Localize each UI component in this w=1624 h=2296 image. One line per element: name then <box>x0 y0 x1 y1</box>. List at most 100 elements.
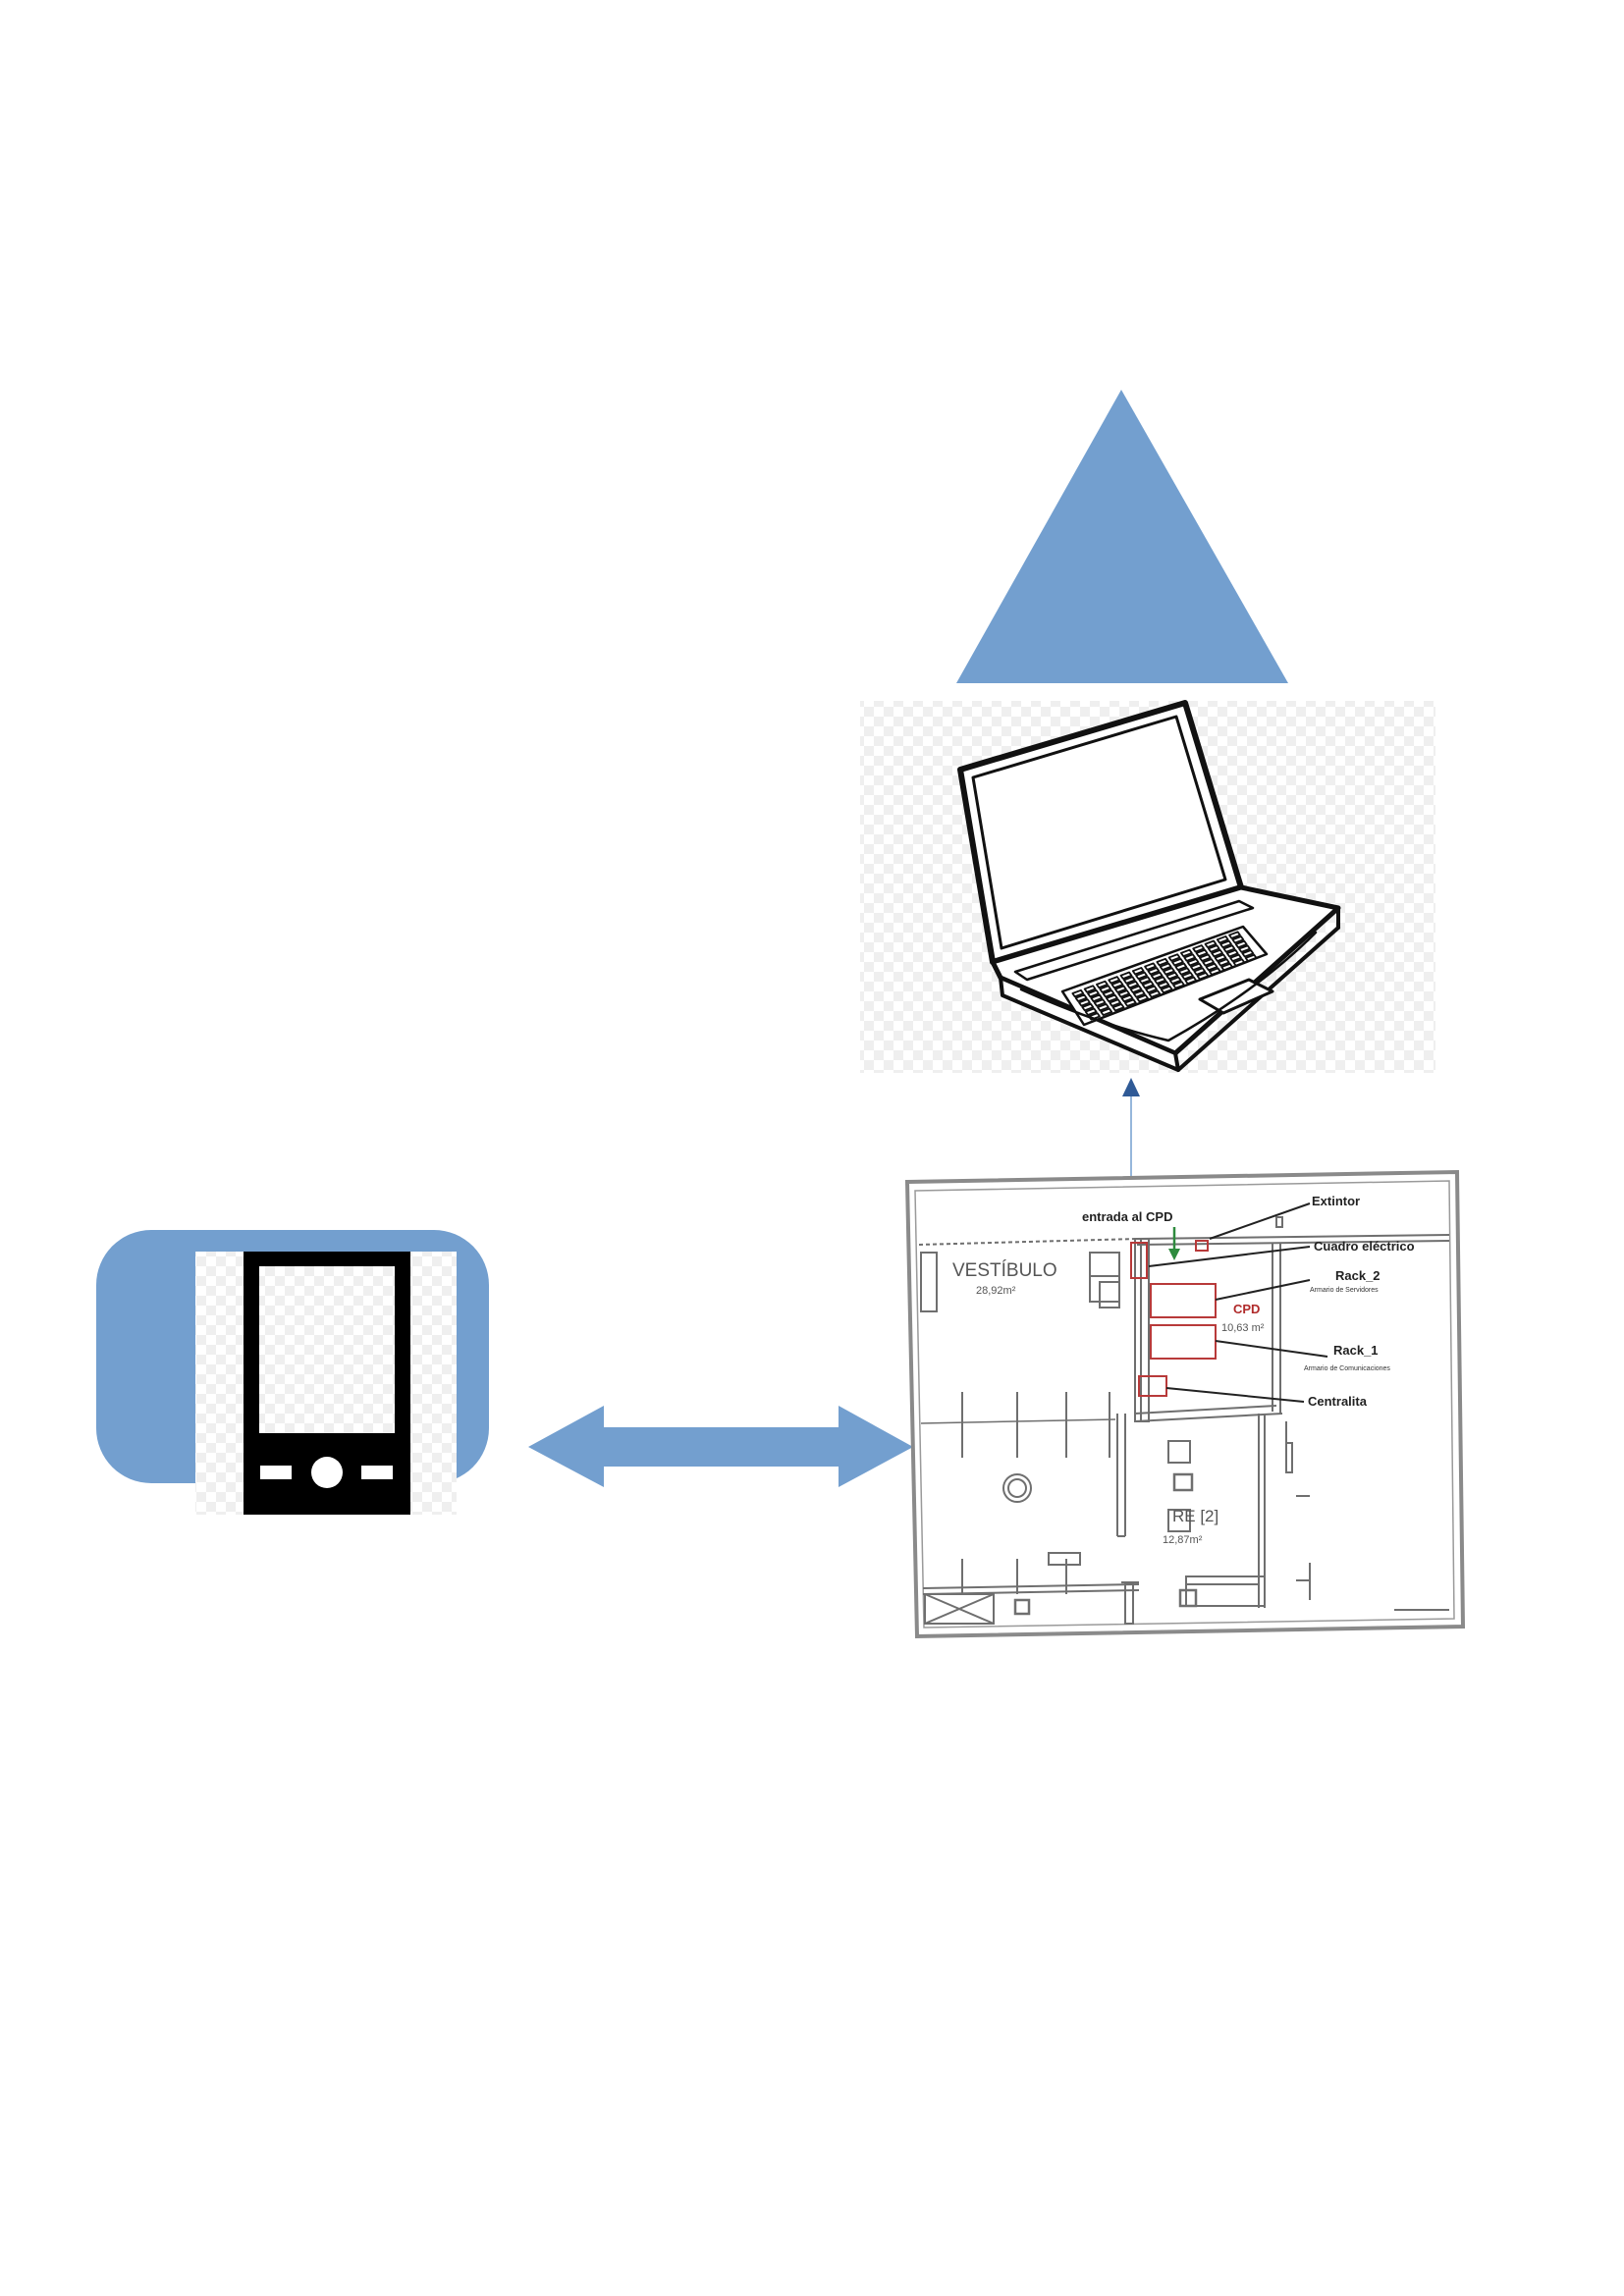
laptop-key <box>1231 935 1245 944</box>
laptop-key <box>1181 972 1194 981</box>
laptop-key <box>1157 981 1170 989</box>
laptop-key <box>1106 993 1118 1003</box>
fp-cuadro-label: Cuadro eléctrico <box>1314 1239 1415 1254</box>
laptop-key <box>1222 944 1236 953</box>
laptop-key <box>1097 1003 1110 1012</box>
laptop-key <box>1204 939 1218 948</box>
fp-entrance-label: entrada al CPD <box>1082 1209 1172 1224</box>
fp-room2-area: 12,87m² <box>1163 1534 1203 1546</box>
fp-cpd-area: 10,63 m² <box>1221 1322 1265 1334</box>
laptop-key <box>1131 967 1145 976</box>
laptop-key <box>1123 998 1137 1007</box>
laptop-key <box>1167 953 1181 962</box>
laptop-key <box>1160 985 1173 994</box>
laptop-key <box>1113 985 1127 993</box>
laptop-key <box>1119 971 1133 980</box>
laptop-key <box>1120 993 1134 1003</box>
laptop-key <box>1145 985 1158 993</box>
laptop-key <box>1099 985 1112 993</box>
laptop-key <box>1144 962 1157 971</box>
laptop-key <box>1096 980 1109 989</box>
entrance-arrow <box>1168 1227 1180 1260</box>
fp-rack1-label: Rack_1 <box>1333 1343 1379 1358</box>
laptop-key <box>1087 989 1100 998</box>
laptop-key <box>1141 981 1155 989</box>
laptop-key <box>1225 949 1239 958</box>
fp-room2-label: RE [2] <box>1172 1507 1218 1525</box>
laptop-key <box>1102 989 1115 998</box>
laptop-key <box>1238 944 1251 953</box>
laptop-key <box>1205 962 1218 972</box>
laptop-key <box>1111 1003 1125 1012</box>
triangle-shape <box>956 390 1288 683</box>
laptop-key <box>1219 939 1232 948</box>
double-arrow <box>528 1406 913 1487</box>
laptop-key <box>1192 944 1206 953</box>
laptop-key <box>1244 953 1258 963</box>
laptop-key <box>1083 985 1097 993</box>
laptop-key <box>1177 967 1191 976</box>
floor-plan: entrada al CPD Extintor Cuadro eléctrico… <box>904 1169 1466 1639</box>
laptop-key <box>1207 944 1220 953</box>
laptop-key <box>1228 931 1241 939</box>
laptop-key <box>1154 976 1166 985</box>
laptop-key <box>1183 953 1197 962</box>
laptop-key <box>1071 988 1085 998</box>
laptop-key <box>1100 1007 1113 1016</box>
laptop-key <box>1241 949 1255 958</box>
laptop-key <box>1126 980 1139 989</box>
laptop-key <box>1217 958 1230 967</box>
laptop-key <box>1159 962 1172 971</box>
fp-cpd-label: CPD <box>1233 1302 1260 1316</box>
laptop-key <box>1229 953 1242 962</box>
laptop-image <box>860 700 1435 1073</box>
laptop-key <box>1190 962 1203 972</box>
laptop-key <box>1184 976 1198 985</box>
laptop-key <box>1196 972 1210 981</box>
laptop-key <box>1198 953 1212 962</box>
laptop-key <box>1172 981 1185 989</box>
laptop-key <box>1074 993 1088 1002</box>
laptop-key <box>1148 989 1162 998</box>
laptop-key <box>1110 980 1124 989</box>
laptop-key <box>1171 958 1184 967</box>
phone-device-box <box>96 1230 489 1515</box>
laptop-key <box>1165 971 1179 981</box>
laptop-key <box>1129 985 1143 993</box>
laptop-key <box>1122 976 1136 985</box>
laptop-key <box>1216 935 1229 944</box>
fp-extintor-label: Extintor <box>1312 1194 1360 1208</box>
laptop-key <box>1078 998 1091 1007</box>
laptop-icon <box>957 700 1341 1072</box>
fp-vestibulo-area: 28,92m² <box>976 1285 1016 1297</box>
mobile-phone-icon <box>244 1252 410 1515</box>
fp-vestibulo-label: VESTÍBULO <box>952 1260 1057 1281</box>
laptop-key <box>1108 976 1121 985</box>
laptop-key <box>1220 962 1233 972</box>
laptop-key <box>1150 971 1164 981</box>
laptop-key <box>1163 967 1175 976</box>
fp-centralita-label: Centralita <box>1308 1394 1368 1409</box>
laptop-key <box>1193 967 1207 976</box>
laptop-key <box>1090 993 1104 1002</box>
laptop-key <box>1202 958 1216 967</box>
laptop-key <box>1234 939 1248 949</box>
laptop-key <box>1093 998 1107 1007</box>
fp-rack2-sub: Armario de Servidores <box>1310 1287 1379 1294</box>
laptop-key <box>1214 953 1227 962</box>
laptop-key <box>1109 998 1122 1007</box>
laptop-key <box>1186 958 1200 967</box>
laptop-key <box>1136 993 1149 1003</box>
laptop-key <box>1208 967 1221 976</box>
laptop-key <box>1081 1002 1095 1012</box>
laptop-key <box>1211 948 1223 958</box>
laptop-key <box>1174 962 1188 971</box>
laptop-key <box>1180 948 1193 958</box>
fp-rack2-label: Rack_2 <box>1335 1268 1380 1283</box>
laptop-key <box>1135 971 1148 980</box>
laptop-key <box>1084 1007 1098 1016</box>
laptop-key <box>1156 957 1169 967</box>
laptop-key <box>1138 976 1152 985</box>
laptop-key <box>1147 967 1161 976</box>
